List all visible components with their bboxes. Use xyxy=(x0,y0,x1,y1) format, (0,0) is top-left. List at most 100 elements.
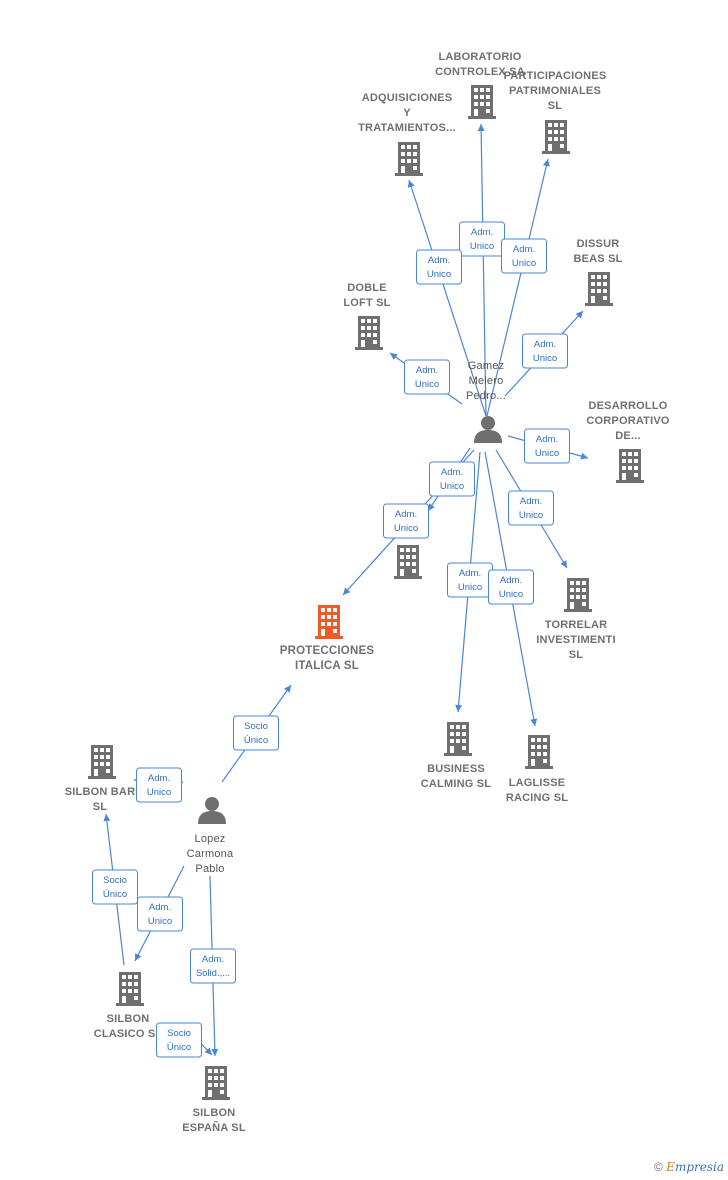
edge-label-text: Adm. xyxy=(395,509,417,520)
node-label: CORPORATIVO xyxy=(586,415,670,427)
edge-label-gamez-to-doble[interactable]: Adm.Unico xyxy=(404,359,450,395)
edge-label-text: Socio xyxy=(244,721,268,732)
edge-label-gamez-to-business[interactable]: Adm.Unico xyxy=(447,562,493,598)
edge-label-text: Unico xyxy=(427,269,451,280)
edge-label-box xyxy=(233,715,279,751)
edge-label-text: Socio xyxy=(103,875,127,886)
edge-label-gamez-to-protecciones[interactable]: Adm. Unico xyxy=(383,503,429,539)
edge-label-text: Adm. xyxy=(513,244,535,255)
edge-label-text: Adm. xyxy=(428,255,450,266)
edge-label-text: Adm. xyxy=(149,902,171,913)
node-label: Pablo xyxy=(195,863,224,875)
edge-label-text: Socio xyxy=(167,1028,191,1039)
edge-label-lopez-to-silbonespana[interactable]: Adm.Solid.,... xyxy=(190,948,236,984)
edge-label-text: Unico xyxy=(458,582,482,593)
edge-label-box xyxy=(429,461,475,497)
edge-label-box xyxy=(383,503,429,539)
footer: © Empresia xyxy=(654,1160,724,1174)
node-label: SL xyxy=(548,100,563,112)
node-label: SL xyxy=(569,649,584,661)
node-label: DISSUR xyxy=(577,238,620,250)
node-silbonclasico[interactable]: SILBON CLASICO SL xyxy=(94,972,163,1040)
edge-gamez-to-adq xyxy=(408,179,487,417)
edge-label-box xyxy=(92,869,138,905)
edge-label-text: Unico xyxy=(499,589,523,600)
node-label: RACING SL xyxy=(506,792,568,804)
node-gamez[interactable]: GamezMeleroPedro... xyxy=(466,360,506,443)
edge-label-gamez-to-laglisse[interactable]: Adm.Unico xyxy=(488,569,534,605)
edge-label-text: Unico xyxy=(470,241,494,252)
building-icon xyxy=(616,449,644,483)
node-label: Gamez xyxy=(468,360,504,372)
node-label: PATRIMONIALES xyxy=(509,85,601,97)
edge-label-text: Adm. xyxy=(534,339,556,350)
arrowhead-icon xyxy=(455,704,463,712)
edge-label-gamez-to-dissur[interactable]: Adm. Unico xyxy=(522,333,568,369)
arrowhead-icon xyxy=(580,452,588,460)
edge-label-gamez-to-desarrollo[interactable]: Adm.Unico xyxy=(524,428,570,464)
edge-label-box xyxy=(416,249,462,285)
edge-label-text: Adm. xyxy=(441,467,463,478)
building-icon xyxy=(564,578,592,612)
node-business[interactable]: BUSINESS CALMING SL xyxy=(421,722,492,790)
node-label: CLASICO SL xyxy=(94,1028,163,1040)
edge-label-gamez-to-hidden[interactable]: Adm.Unico xyxy=(429,461,475,497)
arrowhead-icon xyxy=(575,311,583,319)
edge-label-box xyxy=(488,569,534,605)
arrowhead-icon xyxy=(560,560,567,568)
edge-label-gamez-to-adq[interactable]: Adm. Unico xyxy=(416,249,462,285)
edge-label-box xyxy=(522,333,568,369)
node-label: SILBON BAR xyxy=(65,786,135,798)
node-label: ADQUISICIONES xyxy=(362,92,453,104)
brand-logo-first: E xyxy=(666,1160,675,1174)
building-icon xyxy=(542,120,570,154)
node-label: CALMING SL xyxy=(421,778,492,790)
node-label: Y xyxy=(403,107,411,119)
building-icon xyxy=(88,745,116,779)
node-label: ITALICA SL xyxy=(295,660,359,672)
node-label: TORRELAR xyxy=(545,619,608,631)
edge-label-box xyxy=(501,238,547,274)
arrowhead-icon xyxy=(428,503,435,511)
person-icon xyxy=(198,797,226,824)
edge-label-lopez-to-silbonbar[interactable]: Adm.Unico xyxy=(136,767,182,803)
node-adq[interactable]: ADQUISICIONESYTRATAMIENTOS... xyxy=(358,92,456,176)
building-icon xyxy=(585,272,613,306)
arrowhead-icon xyxy=(135,953,142,961)
edge-label-text: Adm. xyxy=(148,773,170,784)
edge-label-text: Unico xyxy=(415,379,439,390)
node-label: SILBON xyxy=(107,1013,150,1025)
edge-label-text: Unico xyxy=(394,523,418,534)
node-label: Melero xyxy=(469,375,504,387)
edge-label-gamez-to-torrelar[interactable]: Adm.Unico xyxy=(508,490,554,526)
arrowhead-icon xyxy=(343,587,351,595)
edge-label-gamez-to-part[interactable]: Adm.Unico xyxy=(501,238,547,274)
copyright-symbol: © xyxy=(653,1160,663,1174)
edge-gamez-to-lab xyxy=(480,123,487,417)
edge-label-lopez-to-silbonclasico[interactable]: Adm.Unico xyxy=(137,896,183,932)
node-label: Carmona xyxy=(187,848,234,860)
edge-label-gamez-to-lab[interactable]: Adm.Unico xyxy=(459,221,505,257)
arrowhead-icon xyxy=(542,159,550,167)
node-desarrollo[interactable]: DESARROLLOCORPORATIVODE... xyxy=(586,400,670,483)
node-label: LOFT SL xyxy=(343,297,390,309)
edge-label-text: Unico xyxy=(533,353,557,364)
node-label: BUSINESS xyxy=(427,763,485,775)
arrowhead-icon xyxy=(407,180,415,188)
edge-label-text: Adm. xyxy=(536,434,558,445)
